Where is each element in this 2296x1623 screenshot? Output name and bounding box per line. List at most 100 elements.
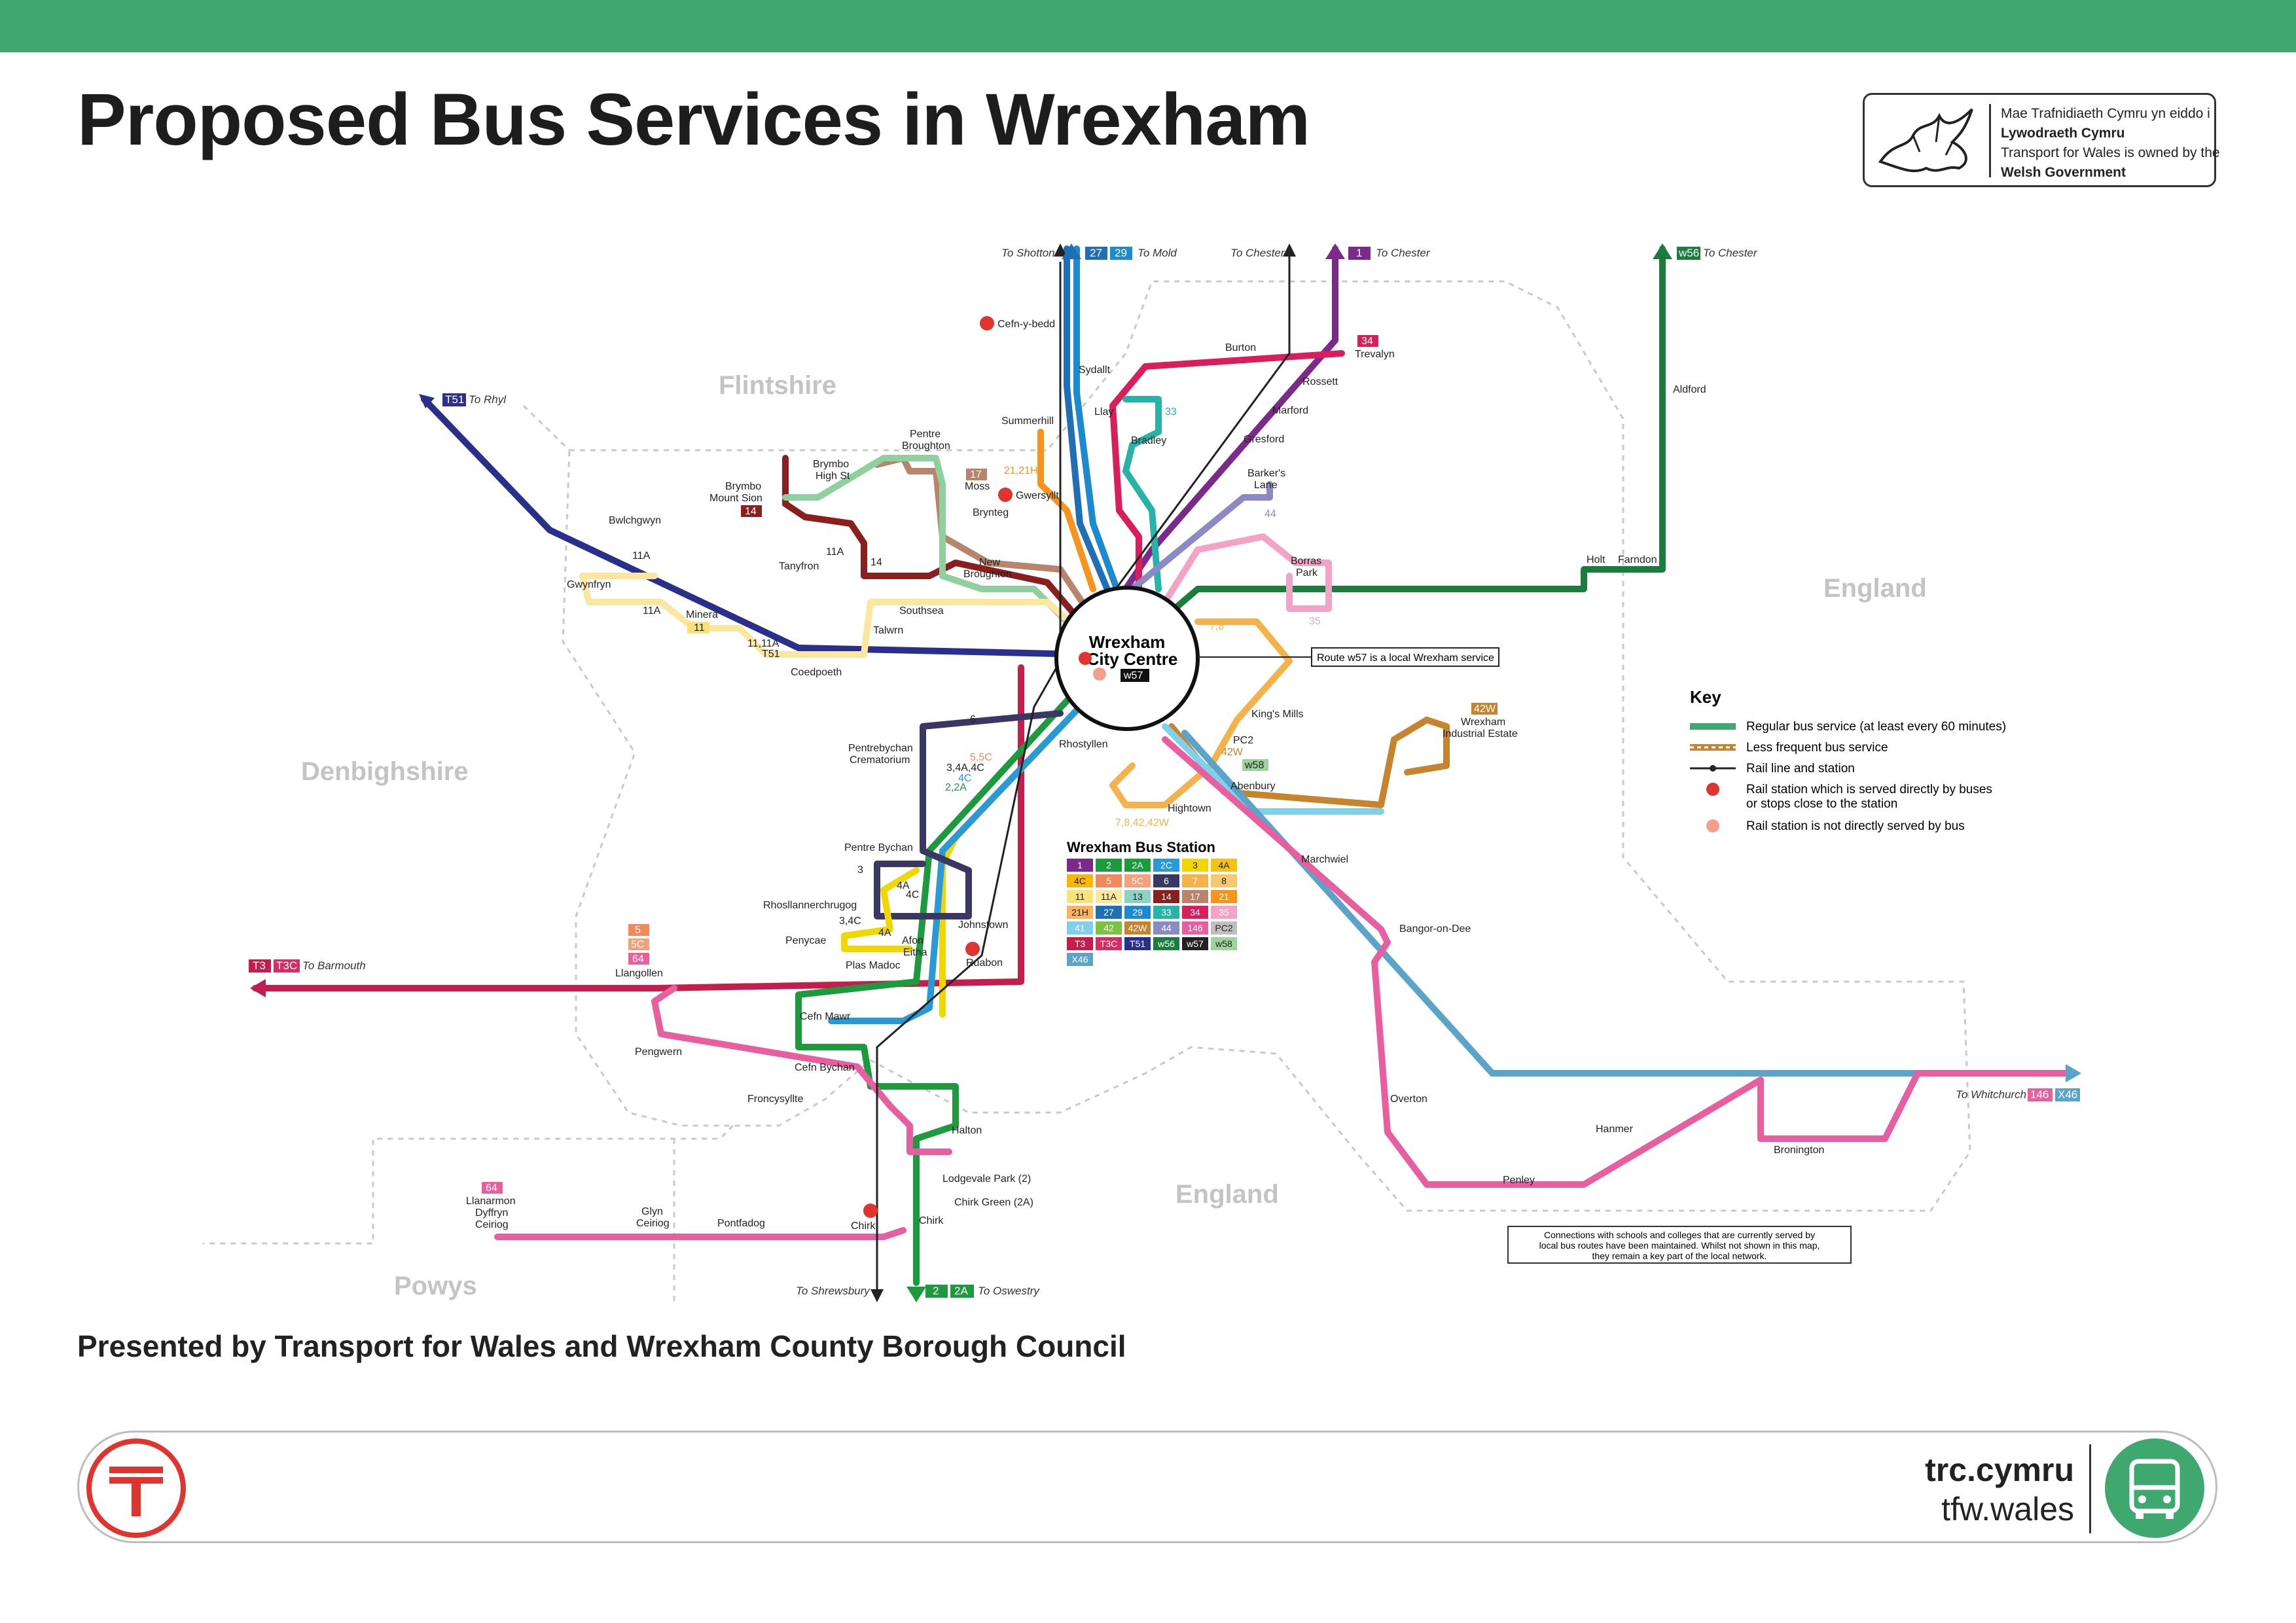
arrow-to-chester-w56 <box>1653 243 1672 259</box>
place-trevalyn: Trevalyn <box>1355 349 1395 360</box>
place-pontfadog: Pontfadog <box>717 1218 765 1229</box>
route-64-ceiriog-line <box>494 1227 906 1240</box>
bus-station-route-44-bg <box>1153 921 1179 935</box>
place-talwrn: Talwrn <box>873 625 903 636</box>
bus-station-route-34-bg <box>1182 906 1208 919</box>
place-llanarmon-1: Llanarmon <box>466 1196 516 1207</box>
route-2-line <box>795 690 1077 1286</box>
badge-5c: 5C <box>631 939 644 950</box>
bus-station-route-7: 7 <box>1193 876 1198 886</box>
badge-2a-bg <box>950 1285 974 1298</box>
place-bangor-on-dee: Bangor-on-Dee <box>1399 923 1471 935</box>
place-tanyfron: Tanyfron <box>779 561 819 572</box>
rail-station-not-served-icon <box>1093 668 1106 681</box>
note-line-1: Connections with schools and colleges th… <box>1544 1230 1815 1240</box>
label-to-oswestry: To Oswestry <box>978 1285 1040 1297</box>
bus-station-route-2C-bg <box>1153 859 1179 872</box>
bus-icon <box>2105 1438 2204 1538</box>
label-pc2: PC2 <box>1233 735 1253 746</box>
station-gwersyllt-icon <box>998 488 1013 502</box>
place-afon-eitha-2: Eitha <box>903 947 927 958</box>
bus-station-route-6-bg <box>1153 874 1179 887</box>
bus-station-route-PC2: PC2 <box>1215 923 1232 933</box>
place-pentrebychan-1: Pentrebychan <box>848 743 913 754</box>
badge-146-bg <box>2028 1088 2053 1101</box>
arrow-to-barmouth <box>250 979 266 997</box>
place-llanarmon-2: Dyffryn <box>475 1207 508 1219</box>
region-denbighshire: Denbighshire <box>301 757 469 786</box>
badge-14-bg <box>741 505 762 517</box>
region-flintshire: Flintshire <box>719 371 836 400</box>
label-11a-a: 11A <box>632 550 651 562</box>
label-11a-b: 11A <box>643 605 661 616</box>
w57-callout-box <box>1311 647 1499 667</box>
w57-callout: Route w57 is a local Wrexham service <box>1317 652 1494 664</box>
key-rail-served-icon <box>1706 783 1719 796</box>
rail-stations <box>863 316 1013 1218</box>
badge-27: 27 <box>1090 247 1102 259</box>
place-moss: Moss <box>965 481 990 492</box>
bus-station-route-w58: w58 <box>1215 938 1232 949</box>
bus-station-route-T3C: T3C <box>1100 938 1117 949</box>
route-16-line <box>782 455 1090 645</box>
route-35-line <box>1162 533 1332 612</box>
badge-17-bg <box>966 469 987 480</box>
route-1-line <box>1109 245 1338 612</box>
bus-station-route-w57-bg <box>1182 937 1208 950</box>
badge-w56-bg <box>1677 247 1700 260</box>
place-afon-eitha-1: Afon <box>902 935 924 946</box>
place-halton: Halton <box>952 1125 982 1136</box>
badge-t51-bg <box>442 393 466 406</box>
badge-1-bg <box>1348 247 1371 260</box>
bus-station-route-146-bg <box>1182 921 1208 935</box>
place-bronington: Bronington <box>1774 1145 1824 1156</box>
website-wales-link[interactable]: tfw.wales <box>1941 1491 2074 1527</box>
route-t51-line <box>421 396 1090 658</box>
wrexham-boundary <box>562 280 1971 1212</box>
bus-station-route-13-bg <box>1124 890 1151 903</box>
label-4c: 4C <box>958 773 971 784</box>
government-statement: Mae Trafnidiaeth Cymru yn eiddo i Lywodr… <box>2001 104 2220 183</box>
badge-2a: 2A <box>954 1285 968 1297</box>
route-34-line <box>1109 350 1345 592</box>
key-rail-served-label-2: or stops close to the station <box>1746 797 1897 811</box>
place-froncysyllte: Froncysyllte <box>747 1094 803 1105</box>
bus-station-route-X46: X46 <box>1072 954 1088 965</box>
bus-station-route-w56-bg <box>1153 937 1179 950</box>
footer-separator <box>2089 1444 2091 1533</box>
flintshire-boundary <box>522 404 571 452</box>
bus-station-route-4A-bg <box>1211 859 1237 872</box>
place-marchwiel: Marchwiel <box>1301 854 1348 865</box>
bus-station-route-5C: 5C <box>1132 876 1143 886</box>
place-cefn-mawr: Cefn Mawr <box>800 1011 851 1022</box>
place-brymbo-high-st-2: High St <box>816 471 850 482</box>
key-rail-served-label-1: Rail station which is served directly by… <box>1746 783 1992 796</box>
city-centre-hub[interactable] <box>1054 586 1200 731</box>
gov-line-welsh: Mae Trafnidiaeth Cymru yn eiddo i <box>2001 106 2210 121</box>
bus-routes <box>252 245 2078 1286</box>
place-new-broughton-1: New <box>979 557 1000 568</box>
bus-station-route-PC2-bg <box>1211 921 1237 935</box>
label-to-mold: To Mold <box>1138 247 1177 259</box>
county-boundaries <box>203 280 1971 1302</box>
place-barkers-lane-2: Lane <box>1254 480 1278 491</box>
bus-station-route-146: 146 <box>1187 923 1203 933</box>
route-33-line <box>1122 396 1162 592</box>
website-cymru-link[interactable]: trc.cymru <box>1925 1452 2074 1488</box>
arrow-to-shotton <box>1054 243 1067 257</box>
label-to-shrewsbury: To Shrewsbury <box>796 1285 870 1297</box>
place-ruabon: Ruabon <box>966 957 1003 969</box>
bus-station-route-6: 6 <box>1164 876 1169 886</box>
tfw-logo-icon[interactable] <box>84 1436 188 1540</box>
station-cefn-y-bedd-icon <box>980 316 994 330</box>
arrow-to-chester-1 <box>1325 243 1345 259</box>
label-3-4a-4c: 3,4A,4C <box>946 762 984 774</box>
bus-station-title: Wrexham Bus Station <box>1067 839 1215 855</box>
label-5-5c: 5,5C <box>970 752 992 763</box>
presented-by: Presented by Transport for Wales and Wre… <box>77 1329 1126 1363</box>
bus-station-route-33-bg <box>1153 906 1179 919</box>
powys-boundary <box>203 1124 734 1245</box>
bus-station-route-8: 8 <box>1221 876 1227 886</box>
place-chirk: Chirk <box>919 1215 944 1226</box>
